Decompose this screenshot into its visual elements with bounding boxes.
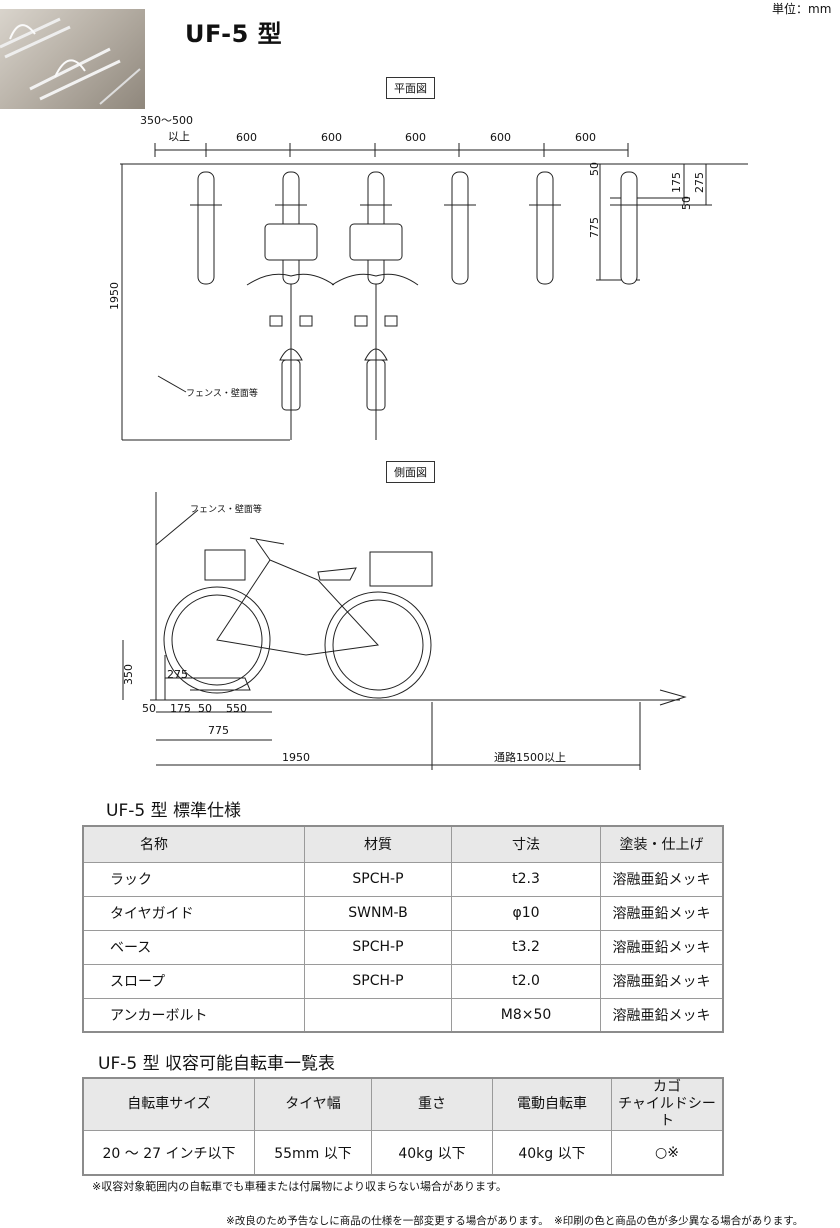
table-cell: ベース bbox=[82, 929, 305, 965]
dim-600-1: 600 bbox=[236, 131, 257, 144]
dim-775: 775 bbox=[588, 217, 601, 238]
plan-view-label: 平面図 bbox=[386, 77, 435, 99]
dim-600-5: 600 bbox=[575, 131, 596, 144]
spec-title: UF-5 型 標準仕様 bbox=[106, 801, 241, 821]
table-cell: アンカーボルト bbox=[82, 997, 305, 1033]
table-cell: スロープ bbox=[82, 963, 305, 999]
dim-600-4: 600 bbox=[490, 131, 511, 144]
capacity-header: 電動自転車 bbox=[492, 1077, 612, 1131]
spec-header: 塗装・仕上げ bbox=[600, 825, 724, 863]
spec-header-row: 名称 材質 寸法 塗装・仕上げ bbox=[82, 825, 724, 863]
dim-min-offset-2: 以上 bbox=[168, 130, 190, 143]
table-cell: 溶融亜鉛メッキ bbox=[600, 929, 724, 965]
table-cell: 20 ～ 27 インチ以下 bbox=[82, 1130, 255, 1176]
dim-min-offset-1: 350～500 bbox=[140, 114, 193, 127]
table-cell: SPCH-P bbox=[304, 929, 452, 965]
table-cell bbox=[304, 997, 452, 1033]
table-cell: 溶融亜鉛メッキ bbox=[600, 963, 724, 999]
dim-275-side: 275 bbox=[167, 668, 188, 681]
dim-350: 350 bbox=[122, 664, 135, 685]
table-cell: M8×50 bbox=[451, 997, 601, 1033]
bicycle-plan-group bbox=[246, 223, 419, 440]
note-footer: ※改良のため予告なしに商品の仕様を一部変更する場合があります。 ※印刷の色と商品… bbox=[226, 1215, 804, 1227]
table-cell: t3.2 bbox=[451, 929, 601, 965]
capacity-header: 重さ bbox=[371, 1077, 493, 1131]
dim-275: 275 bbox=[693, 172, 706, 193]
table-cell: タイヤガイド bbox=[82, 895, 305, 931]
dim-aisle: 通路1500以上 bbox=[494, 751, 566, 764]
table-cell: 溶融亜鉛メッキ bbox=[600, 997, 724, 1033]
rack-plan-group bbox=[190, 171, 645, 285]
dim-50b-side: 50 bbox=[198, 702, 212, 715]
capacity-header: 自転車サイズ bbox=[82, 1077, 255, 1131]
capacity-header: カゴチャイルドシート bbox=[611, 1077, 724, 1131]
unit-label: 単位：mm bbox=[772, 2, 832, 16]
dim-550-side: 550 bbox=[226, 702, 247, 715]
dim-175: 175 bbox=[670, 172, 683, 193]
spec-header: 材質 bbox=[304, 825, 452, 863]
table-row: 20 ～ 27 インチ以下 55mm 以下 40kg 以下 40kg 以下 ○※ bbox=[82, 1130, 724, 1176]
dim-50-side: 50 bbox=[142, 702, 156, 715]
dim-50a: 50 bbox=[588, 162, 601, 176]
side-view-group bbox=[122, 492, 687, 770]
table-cell: 55mm 以下 bbox=[254, 1130, 372, 1176]
capacity-header-line2: チャイルドシート bbox=[618, 1096, 716, 1129]
spec-header: 名称 bbox=[82, 825, 305, 863]
table-cell: 溶融亜鉛メッキ bbox=[600, 861, 724, 897]
dim-1950-side: 1950 bbox=[282, 751, 310, 764]
dim-175-side: 175 bbox=[170, 702, 191, 715]
dim-600-3: 600 bbox=[405, 131, 426, 144]
table-cell: SPCH-P bbox=[304, 861, 452, 897]
product-photo-drawing bbox=[0, 17, 141, 105]
dim-50b: 50 bbox=[680, 196, 693, 210]
table-cell: SPCH-P bbox=[304, 963, 452, 999]
table-cell: φ10 bbox=[451, 895, 601, 931]
dim-600-2: 600 bbox=[321, 131, 342, 144]
capacity-title: UF-5 型 収容可能自転車一覧表 bbox=[98, 1054, 335, 1074]
table-cell: 40kg 以下 bbox=[492, 1130, 612, 1176]
table-cell: t2.3 bbox=[451, 861, 601, 897]
side-view-label: 側面図 bbox=[386, 461, 435, 483]
capacity-header: タイヤ幅 bbox=[254, 1077, 372, 1131]
dim-775-side: 775 bbox=[208, 724, 229, 737]
table-cell: 溶融亜鉛メッキ bbox=[600, 895, 724, 931]
table-cell: ○※ bbox=[611, 1130, 724, 1176]
fence-label-plan: フェンス・壁面等 bbox=[186, 387, 258, 399]
table-cell: ラック bbox=[82, 861, 305, 897]
product-photo bbox=[0, 9, 145, 109]
page-title: UF-5 型 bbox=[185, 20, 283, 48]
table-cell: t2.0 bbox=[451, 963, 601, 999]
note-capacity: ※収容対象範囲内の自転車でも車種または付属物により収まらない場合があります。 bbox=[92, 1180, 507, 1193]
technical-drawing: 350～500 以上 600 600 600 600 600 50 175 27… bbox=[108, 114, 748, 770]
fence-label-side: フェンス・壁面等 bbox=[190, 503, 262, 515]
spec-header: 寸法 bbox=[451, 825, 601, 863]
dim-1950-plan: 1950 bbox=[108, 282, 121, 310]
capacity-table: 自転車サイズ タイヤ幅 重さ 電動自転車 カゴチャイルドシート 20 ～ 27 … bbox=[82, 1077, 724, 1176]
capacity-header-line1: カゴ bbox=[653, 1079, 681, 1095]
capacity-header-row: 自転車サイズ タイヤ幅 重さ 電動自転車 カゴチャイルドシート bbox=[82, 1077, 724, 1131]
table-cell: SWNM-B bbox=[304, 895, 452, 931]
table-cell: 40kg 以下 bbox=[371, 1130, 493, 1176]
